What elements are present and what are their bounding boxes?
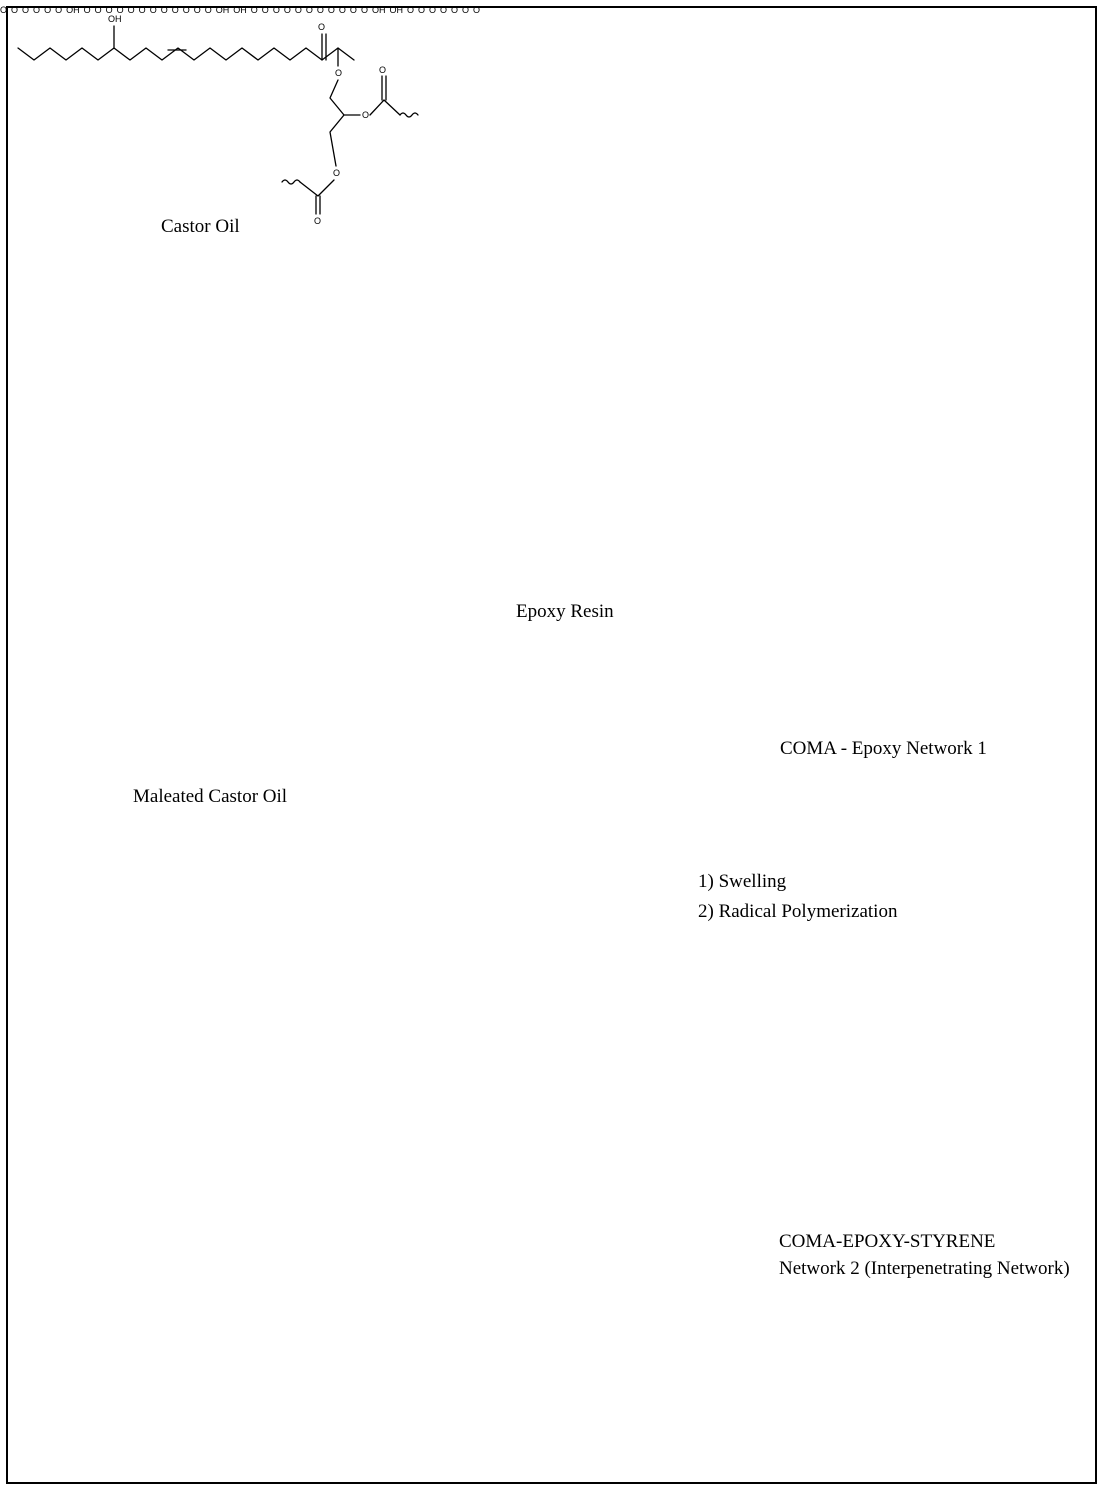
castor-oil-structure: OH O O O O O O [17, 14, 419, 226]
network-2-title-label: COMA-EPOXY-STYRENE [779, 1231, 996, 1252]
epoxy-resin-label: Epoxy Resin [516, 601, 614, 622]
arrow-right: O O O O O O OH OH O O O [133, 0, 1070, 1279]
castor-oil-label: Castor Oil [161, 216, 240, 237]
carbonyl-o-label: O [318, 22, 325, 32]
coma-epoxy-styrene-network-2-structure: O O O O OH OH O O [327, 5, 481, 15]
ester-o-label: O [333, 168, 340, 178]
arrow-down-2: O O O O OH OH O O [133, 0, 1070, 1279]
coma-epoxy-network-1-structure: O O O O OH OH O O O O O [171, 5, 324, 15]
carbonyl-o-label: O [314, 216, 321, 226]
step-1-label: 1) Swelling [698, 871, 787, 892]
maleated-castor-oil-structure: O O O OH O O O O O O [33, 5, 146, 15]
ester-o-label: O [362, 110, 369, 120]
coma-epoxy-network-1-label: COMA - Epoxy Network 1 [780, 738, 987, 759]
arrow-down-1: O O O O O O OH O O O O [0, 0, 1070, 1279]
epoxy-resin-structure: O O [149, 5, 168, 15]
oh-label: OH [108, 14, 122, 24]
network-2-subtitle-label: Network 2 (Interpenetrating Network) [779, 1258, 1070, 1279]
figure-border [6, 6, 1097, 1484]
ester-o-label: O [335, 68, 342, 78]
carbonyl-o-label: O [379, 65, 386, 75]
maleated-castor-oil-label: Maleated Castor Oil [133, 786, 288, 807]
maleic-anhydride-structure: O O O [0, 5, 30, 15]
step-2-label: 2) Radical Polymerization [698, 901, 898, 922]
